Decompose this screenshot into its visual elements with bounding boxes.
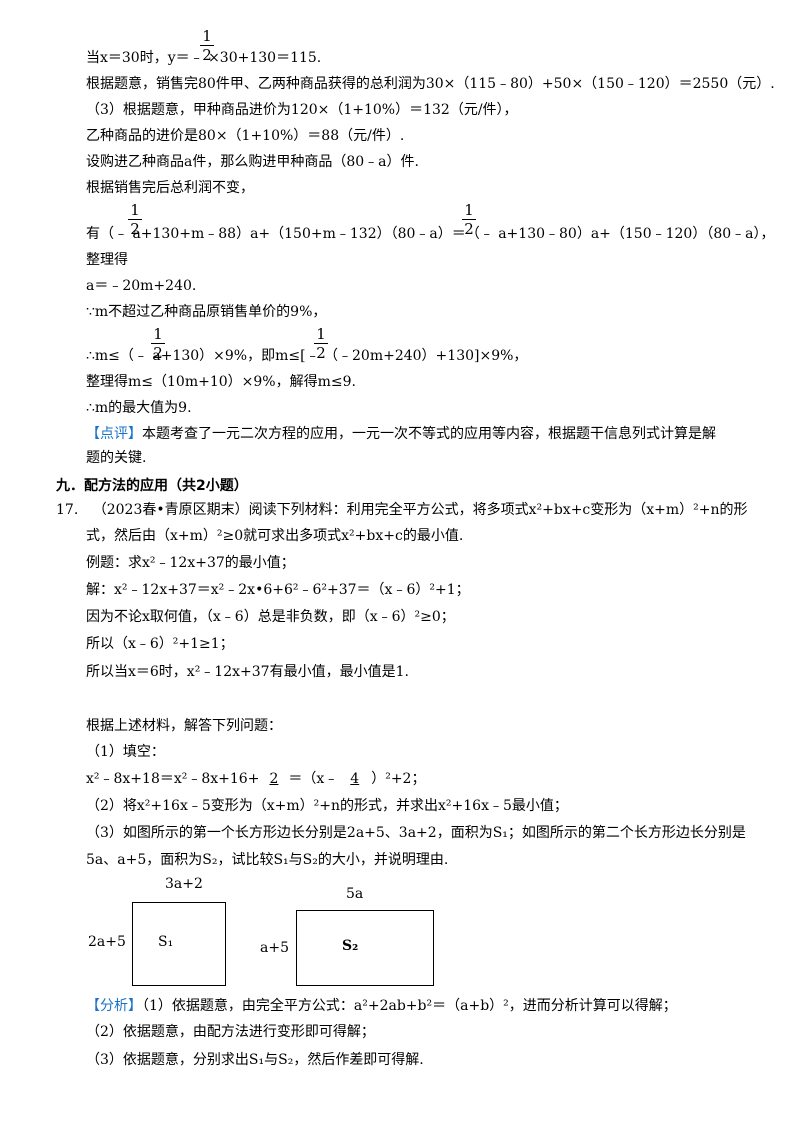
problem-line: 所以当x＝6时，x²﹣12x+37有最小值，最小值是1. <box>86 664 409 680</box>
solution-line: 整理得 <box>86 252 128 268</box>
review-paragraph: 【点评】本题考查了一元二次方程的应用，一元一次不等式的应用等内容，根据题干信息列… <box>86 424 716 444</box>
section-heading: 九．配方法的应用（共2小题） <box>56 478 248 494</box>
analysis-tag: 【分析】 <box>86 998 142 1014</box>
problem-line: （2）将x²+16x﹣5变形为（x+m）²+n的形式，并求出x²+16x﹣5最小… <box>86 798 568 814</box>
rectangle-s1 <box>132 902 226 986</box>
rect1-left-label: 2a+5 <box>88 934 126 950</box>
solution-line: 设购进乙种商品a件，那么购进甲种商品（80﹣a）件. <box>86 154 419 170</box>
fill-blank-line: x²﹣8x+18＝x²﹣8x+16+2＝（x﹣4）²+2； <box>86 771 426 787</box>
problem-line: 因为不论x取何值，（x﹣6）总是非负数，即（x﹣6）²≥0； <box>86 609 455 625</box>
solution-line: 根据销售完后总利润不变， <box>86 180 254 196</box>
analysis-text: （1）依据题意，由完全平方公式：a²+2ab+b²＝（a+b）²，进而分析计算可… <box>142 998 677 1014</box>
rect2-inner-label: S₂ <box>342 938 359 954</box>
rectangle-s2 <box>296 910 434 986</box>
analysis-line: （2）依据题意，由配方法进行变形即可得解； <box>86 1024 375 1040</box>
solution-line: ∴m≤（﹣ a+130）×9%，即m≤[﹣ （﹣20m+240）+130]×9%… <box>86 348 528 364</box>
problem-line: 17. （2023春•青原区期末）阅读下列材料：利用完全平方公式，将多项式x²+… <box>56 500 748 520</box>
solution-line: 乙种商品的进价是80×（1+10%）＝88（元/件）. <box>86 128 405 144</box>
solution-line: ∴m的最大值为9. <box>86 400 192 416</box>
problem-line: （1）填空： <box>86 744 165 760</box>
blank-answer-2: 4 <box>350 771 360 787</box>
problem-number: 17. <box>56 502 79 518</box>
solution-line: 整理得m≤（10m+10）×9%，解得m≤9. <box>86 374 356 390</box>
solution-line: 根据题意，销售完80件甲、乙两种商品获得的总利润为30×（115﹣80）+50×… <box>86 76 775 92</box>
problem-line: 所以（x﹣6）²+1≥1； <box>86 636 234 652</box>
rect1-top-label: 3a+2 <box>165 876 203 892</box>
problem-line: （3）如图所示的第一个长方形边长分别是2a+5、3a+2，面积为S₁；如图所示的… <box>86 825 746 841</box>
rect2-top-label: 5a <box>346 886 364 902</box>
review-tag: 【点评】 <box>86 426 142 442</box>
analysis-line: （3）依据题意，分别求出S₁与S₂，然后作差即可得解. <box>86 1052 424 1068</box>
problem-line: 例题：求x²﹣12x+37的最小值； <box>86 555 295 571</box>
solution-line: （3）根据题意，甲种商品进价为120×（1+10%）＝132（元/件）， <box>86 102 518 118</box>
problem-line: 解：x²﹣12x+37＝x²﹣2x•6+6²﹣6²+37＝（x﹣6）²+1； <box>86 582 470 598</box>
rect2-left-label: a+5 <box>260 940 289 956</box>
solution-line: 有（﹣ a+130+m﹣88）a+（150+m﹣132）（80﹣a）＝（﹣ a+… <box>86 226 775 242</box>
rect1-inner-label: S₁ <box>158 934 174 950</box>
problem-line: 5a、a+5，面积为S₂，试比较S₁与S₂的大小，并说明理由. <box>86 852 449 868</box>
solution-line: ∵m不超过乙种商品原销售单价的9%， <box>86 304 327 320</box>
solution-line: 当x＝30时，y＝﹣ ×30+130＝115. <box>86 50 322 66</box>
analysis-paragraph: 【分析】（1）依据题意，由完全平方公式：a²+2ab+b²＝（a+b）²，进而分… <box>86 996 677 1016</box>
solution-line: a＝﹣20m+240. <box>86 278 197 294</box>
problem-text: （2023春•青原区期末）阅读下列材料：利用完全平方公式，将多项式x²+bx+c… <box>92 502 748 518</box>
problem-line: 式，然后由（x+m）²≥0就可求出多项式x²+bx+c的最小值. <box>86 528 464 544</box>
problem-line: 根据上述材料，解答下列问题： <box>86 718 282 734</box>
blank-answer-1: 2 <box>269 771 279 787</box>
review-text: 本题考查了一元二次方程的应用，一元一次不等式的应用等内容，根据题干信息列式计算是… <box>142 426 716 442</box>
review-paragraph-cont: 题的关键. <box>86 450 147 466</box>
